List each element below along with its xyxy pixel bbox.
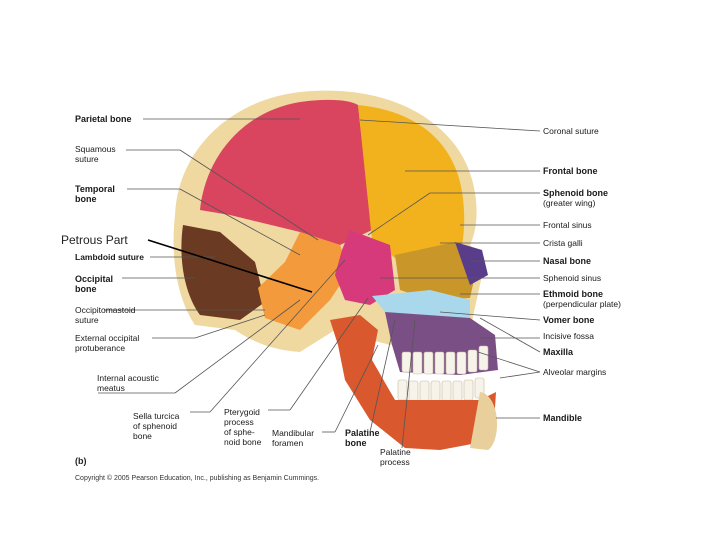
- label-sphenoid-sinus: Sphenoid sinus: [543, 273, 602, 283]
- label-internal-acoustic-meatus: Internal acoustic meatus: [97, 373, 159, 393]
- copyright-notice: Copyright © 2005 Pearson Education, Inc.…: [75, 475, 320, 482]
- label-frontal-sinus: Frontal sinus: [543, 220, 592, 230]
- label-crista-galli: Crista galli: [543, 238, 583, 248]
- frontal-region: [358, 105, 465, 262]
- label-sella-turcica: Sella turcica of sphenoid bone: [133, 411, 180, 441]
- label-incisive-fossa: Incisive fossa: [543, 331, 595, 341]
- label-squamous-suture: Squamous suture: [75, 144, 116, 164]
- label-vomer-bone: Vomer bone: [543, 315, 595, 325]
- label-occipitomastoid-suture: Occipitomastoid suture: [75, 305, 136, 325]
- label-frontal-bone: Frontal bone: [543, 166, 598, 176]
- occipital-region: [181, 225, 265, 320]
- label-sphenoid-greater-wing: (greater wing): [543, 198, 596, 208]
- label-pterygoid-process: Pterygoid process of sphe- noid bone: [224, 407, 262, 447]
- label-palatine-process: Palatine process: [380, 447, 411, 467]
- label-palatine-bone: Palatine bone: [345, 428, 380, 448]
- nasal-region: [455, 242, 488, 285]
- petrous-pointer: [147, 239, 313, 293]
- label-mandibular-foramen: Mandibular foramen: [272, 428, 315, 448]
- figure-tag: (b): [75, 456, 87, 466]
- leader-lines: [98, 118, 541, 449]
- sphenoid-region: [335, 230, 395, 305]
- label-alveolar-margins: Alveolar margins: [543, 367, 607, 377]
- label-temporal-bone: Temporal bone: [75, 184, 115, 204]
- label-nasal-bone: Nasal bone: [543, 256, 592, 266]
- label-ethmoid-bone: Ethmoid bone: [543, 289, 603, 299]
- label-maxilla: Maxilla: [543, 347, 574, 357]
- label-parietal-bone: Parietal bone: [75, 114, 132, 124]
- label-sphenoid-bone: Sphenoid bone: [543, 188, 608, 198]
- temporal-region: [258, 232, 350, 330]
- vomer-region: [372, 290, 470, 318]
- label-occipital-bone: Occipital bone: [75, 274, 114, 294]
- label-lambdoid-suture: Lambdoid suture: [75, 252, 144, 262]
- parietal-region: [200, 99, 372, 246]
- label-external-occipital-protuberance: External occipital protuberance: [75, 333, 140, 353]
- ethmoid-region: [395, 242, 478, 300]
- label-ethmoid-perpendicular-plate: (perpendicular plate): [543, 299, 621, 309]
- label-petrous-part: Petrous Part: [61, 233, 128, 247]
- label-mandible: Mandible: [543, 413, 583, 423]
- mandible-chin: [470, 392, 498, 450]
- mandible-region: [330, 315, 496, 450]
- label-coronal-suture: Coronal suture: [543, 126, 599, 136]
